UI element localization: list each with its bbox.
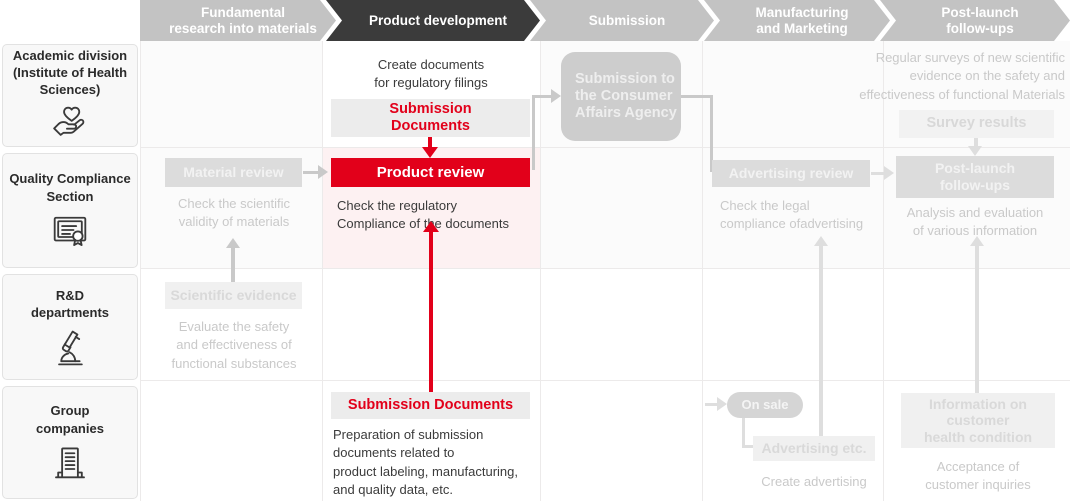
node-submission-documents-top[interactable]: Submission Documents [331, 99, 530, 137]
arrow-right-to-caa [551, 89, 561, 103]
phase-shape [530, 0, 714, 41]
create-documents-caption: Create documents for regulatory filings [374, 57, 488, 91]
node-on-sale[interactable]: On sale [727, 392, 803, 418]
phase-shape [326, 0, 540, 41]
phase-shape [140, 0, 336, 41]
arrow-up-ad-to-review [814, 236, 828, 246]
phase-shape [880, 0, 1070, 41]
column-band-fundamental [140, 41, 322, 268]
arrow-up-bottom-docs-to-product-review [423, 221, 439, 232]
connector-material-to-product [303, 171, 321, 174]
connector-to-caa-v [532, 95, 535, 170]
node-advertising-review[interactable]: Advertising review [712, 160, 870, 187]
connector-caa-out-v [710, 95, 713, 172]
phase-submission[interactable]: Submission [530, 0, 714, 41]
node-submission-to-caa[interactable]: Submission to the Consumer Affairs Agenc… [561, 52, 681, 141]
role-card-group-companies[interactable]: Group companies [2, 386, 138, 499]
connector-to-on-sale [705, 403, 721, 406]
phase-banner: Fundamental research into materials Prod… [140, 0, 1070, 41]
node-survey-results[interactable]: Survey results [899, 110, 1054, 138]
role-card-quality-compliance[interactable]: Quality Compliance Section [2, 153, 138, 268]
phase-manufacturing-marketing[interactable]: Manufacturing and Marketing [704, 0, 890, 41]
product-review-caption: Check the regulatory Compliance of the d… [337, 198, 509, 232]
phase-label: Post-launch follow-ups [941, 5, 1019, 36]
microscope-icon [49, 325, 91, 367]
grid-hline-1 [140, 147, 1070, 148]
grid-vline-1 [322, 41, 323, 501]
grid-hline-2 [140, 268, 1070, 269]
role-label: R&D departments [30, 287, 110, 320]
connector-ad-up [819, 245, 823, 436]
arrow-down-docs-to-review [422, 147, 438, 158]
regular-surveys-caption: Regular surveys of new scientific eviden… [859, 50, 1065, 102]
connector-onsale-down [742, 418, 745, 448]
arrow-right-to-on-sale [717, 397, 727, 411]
phase-label: Submission [588, 12, 666, 28]
role-label: Academic division (Institute of Health S… [12, 47, 128, 98]
arrow-right-ad-to-postlaunch [884, 166, 894, 180]
grid-vline-3 [702, 41, 703, 501]
connector-ad-to-postlaunch [871, 172, 887, 175]
arrow-down-survey-to-postlaunch [968, 146, 982, 156]
phase-label: Fundamental research into materials [169, 5, 317, 36]
connector-to-caa-h [532, 95, 554, 98]
node-advertising-etc[interactable]: Advertising etc. [753, 436, 875, 461]
node-submission-documents-bottom[interactable]: Submission Documents [331, 392, 530, 419]
phase-label: Product development [368, 12, 508, 28]
phase-product-development[interactable]: Product development [326, 0, 540, 41]
connector-onsale-to-ad [742, 445, 758, 448]
node-post-launch-followups[interactable]: Post-launch follow-ups [896, 156, 1054, 198]
phase-fundamental-research[interactable]: Fundamental research into materials [140, 0, 336, 41]
phase-shape [704, 0, 890, 41]
material-review-caption: Check the scientific validity of materia… [178, 196, 290, 230]
node-product-review[interactable]: Product review [331, 158, 530, 187]
advertising-etc-caption: Create advertising [761, 474, 867, 489]
role-card-rd-departments[interactable]: R&D departments [2, 274, 138, 380]
connector-evidence-to-material [231, 248, 235, 282]
column-band-manufacturing [702, 41, 883, 268]
node-scientific-evidence[interactable]: Scientific evidence [165, 282, 302, 309]
node-customer-health-info[interactable]: Information on customer health condition [901, 393, 1055, 448]
role-card-academic-division[interactable]: Academic division (Institute of Health S… [2, 44, 138, 147]
post-launch-caption: Analysis and evaluation of various infor… [906, 205, 1044, 239]
arrow-right-material-to-product [318, 165, 328, 179]
role-label: Group companies [36, 403, 104, 436]
scientific-evidence-caption: Evaluate the safety and effectiveness of… [171, 319, 297, 371]
arrow-up-customer-to-postlaunch [970, 236, 984, 246]
grid-vline-2 [540, 41, 541, 501]
grid-hline-3 [140, 380, 1070, 381]
role-label: Quality Compliance Section [9, 171, 131, 204]
connector-caa-out-h [681, 95, 713, 98]
phase-label: Manufacturing and Marketing [755, 5, 849, 36]
advertising-review-caption: Check the legal compliance ofadvertising [720, 198, 864, 232]
grid-vline-4 [883, 41, 884, 501]
submission-documents-bottom-caption: Preparation of submission documents rela… [333, 427, 519, 498]
grid-vline-0 [140, 41, 141, 501]
hand-heart-icon [49, 102, 91, 144]
node-material-review[interactable]: Material review [165, 158, 302, 187]
customer-health-caption: Acceptance of customer inquiries [925, 459, 1031, 493]
building-icon [49, 441, 91, 483]
connector-docs-to-review [428, 137, 432, 148]
certificate-icon [49, 209, 91, 251]
phase-post-launch-followups[interactable]: Post-launch follow-ups [880, 0, 1070, 41]
arrow-up-evidence-to-material [226, 238, 240, 248]
connector-customer-up [975, 245, 979, 393]
connector-bottom-docs-to-product-review [429, 232, 433, 392]
connector-survey-to-postlaunch [974, 138, 978, 147]
